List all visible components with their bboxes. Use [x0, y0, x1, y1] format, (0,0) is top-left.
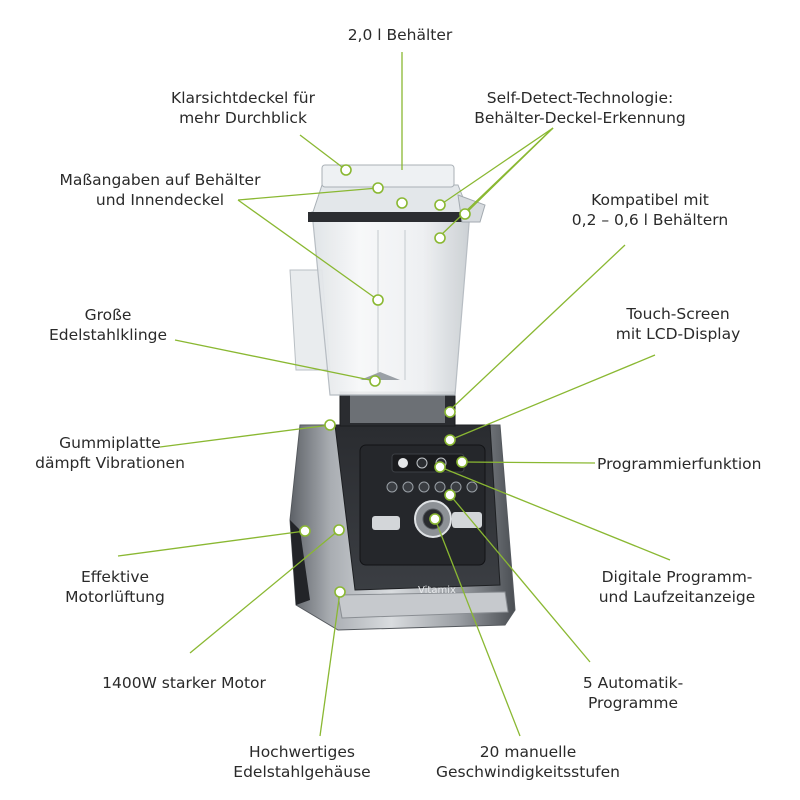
- brand-logo: Vitamix: [418, 585, 456, 596]
- label-jar: 2,0 l Behälter: [347, 26, 453, 44]
- lid: [308, 164, 486, 223]
- label-motor: 1400W starker Motor: [102, 674, 266, 692]
- leader-lines: [117, 52, 671, 737]
- pulse-button: [372, 516, 400, 530]
- label-digital-display: Digitale Programm-und Laufzeitanzeige: [598, 568, 756, 606]
- motor-base: Vitamix: [289, 424, 516, 631]
- jar: [289, 211, 471, 396]
- label-program: Programmierfunktion: [597, 455, 762, 473]
- leader-markers: [299, 164, 471, 598]
- label-self-detect: Self-Detect-Technologie:Behälter-Deckel-…: [474, 89, 686, 127]
- program-icon-1: [398, 458, 408, 468]
- program-icon-2: [416, 457, 428, 469]
- label-auto-programs: 5 Automatik-Programme: [582, 674, 684, 712]
